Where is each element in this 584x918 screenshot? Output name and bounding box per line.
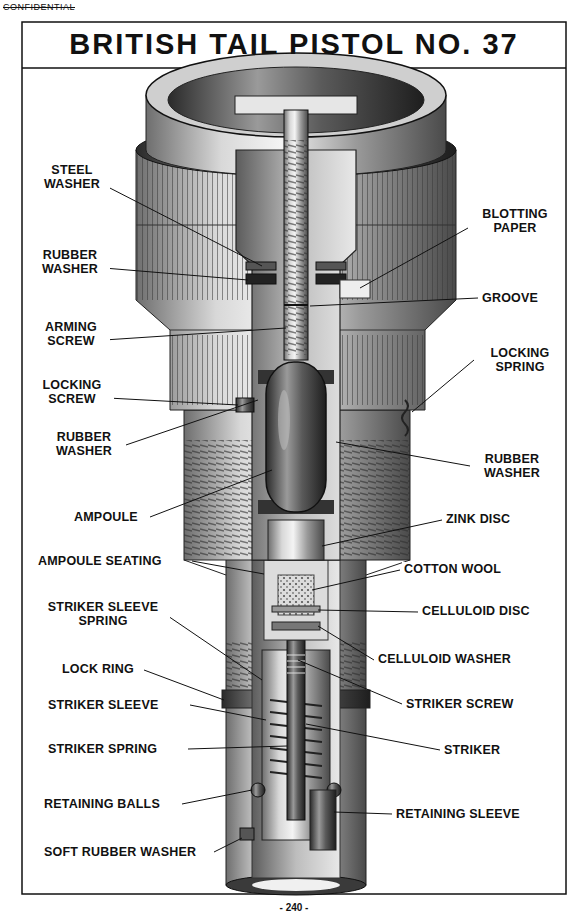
part-label: LOCK RING [60,662,136,676]
diagram-title: BRITISH TAIL PISTOL NO. 37 [24,28,564,61]
part-label: RUBBER WASHER [472,452,552,480]
part-label: STRIKER SLEEVE SPRING [36,600,170,628]
part-label: COTTON WOOL [402,562,503,576]
part-label: AMPOULE SEATING [36,554,164,568]
classification-mark: CONFIDENTIAL [3,2,75,12]
leader-lines [104,185,478,852]
part-label: RUBBER WASHER [30,248,110,276]
part-label: LOCKING SPRING [476,346,564,374]
part-label: STRIKER SPRING [46,742,159,756]
part-label: STRIKER [442,743,502,757]
page-number: - 240 - [2,902,584,913]
part-label: CELLULOID WASHER [376,652,513,666]
part-label: LOCKING SCREW [30,378,114,406]
part-label: ZINK DISC [444,512,512,526]
part-label: GROOVE [480,291,540,305]
part-label: RETAINING SLEEVE [394,807,522,821]
part-label: RETAINING BALLS [42,797,162,811]
part-label: AMPOULE [72,510,140,524]
part-label: CELLULOID DISC [420,604,532,618]
part-label: RUBBER WASHER [42,430,126,458]
part-label: SOFT RUBBER WASHER [42,845,198,859]
part-label: STRIKER SCREW [404,697,515,711]
part-label: STRIKER SLEEVE [46,698,160,712]
part-label: BLOTTING PAPER [470,207,560,235]
part-label: ARMING SCREW [32,320,110,348]
part-label: STEEL WASHER [34,163,110,191]
